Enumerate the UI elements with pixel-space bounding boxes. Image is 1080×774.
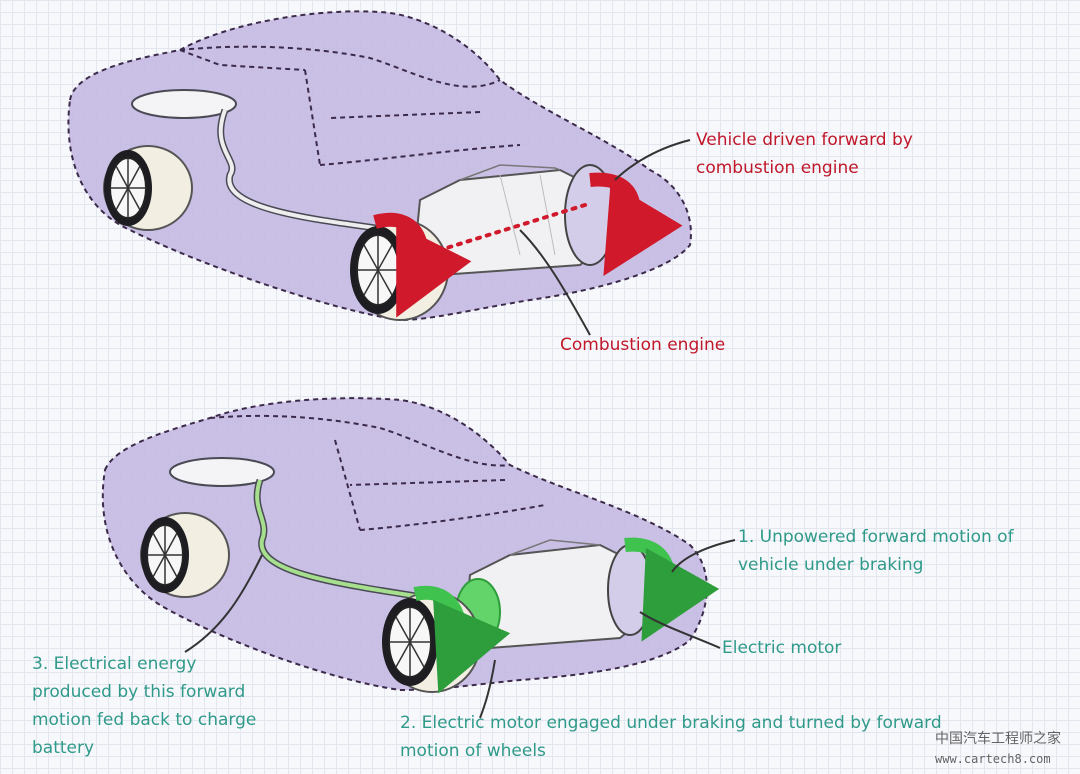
bottom-rear-rotation-arrow: [624, 537, 720, 642]
label-combustion-engine: Combustion engine: [560, 335, 726, 355]
label-electric-motor: Electric motor: [722, 638, 842, 658]
top-rear-wheel: [103, 145, 193, 231]
top-rear-rotation-arrow: [589, 172, 683, 277]
bottom-rear-wheel: [140, 512, 230, 598]
bottom-car: [101, 397, 736, 719]
watermark-url: www.cartech8.com: [935, 752, 1051, 766]
label-energy-line-3: motion fed back to charge: [32, 710, 257, 730]
bottom-front-rotation-arrow: [413, 585, 511, 694]
charge-line: [255, 479, 441, 602]
label-driven-forward-line-1: Vehicle driven forward by: [696, 130, 913, 150]
label-motor-engaged-line-1: 2. Electric motor engaged under braking …: [400, 713, 942, 733]
label-unpowered-motion-line-1: 1. Unpowered forward motion of: [738, 527, 1014, 547]
fuel-tank: [131, 89, 237, 119]
watermark-cn: 中国汽车工程师之家: [935, 731, 1061, 747]
label-unpowered-motion: 1. Unpowered forward motion of vehicle u…: [738, 523, 1014, 579]
battery: [169, 457, 275, 487]
label-energy-line-1: 3. Electrical energy: [32, 654, 197, 674]
top-front-wheel: [350, 219, 449, 321]
top-front-rotation-arrow: [373, 213, 472, 318]
label-unpowered-motion-line-2: vehicle under braking: [738, 555, 924, 575]
label-motor-engaged-line-2: motion of wheels: [400, 741, 546, 761]
label-energy-line-4: battery: [32, 738, 95, 758]
label-driven-forward: Vehicle driven forward by combustion eng…: [696, 126, 913, 182]
label-energy-fed-back: 3. Electrical energy produced by this fo…: [32, 650, 256, 762]
label-energy-line-2: produced by this forward: [32, 682, 246, 702]
top-car: [67, 10, 692, 336]
label-driven-forward-line-2: combustion engine: [696, 158, 859, 178]
label-motor-engaged: 2. Electric motor engaged under braking …: [400, 709, 942, 765]
